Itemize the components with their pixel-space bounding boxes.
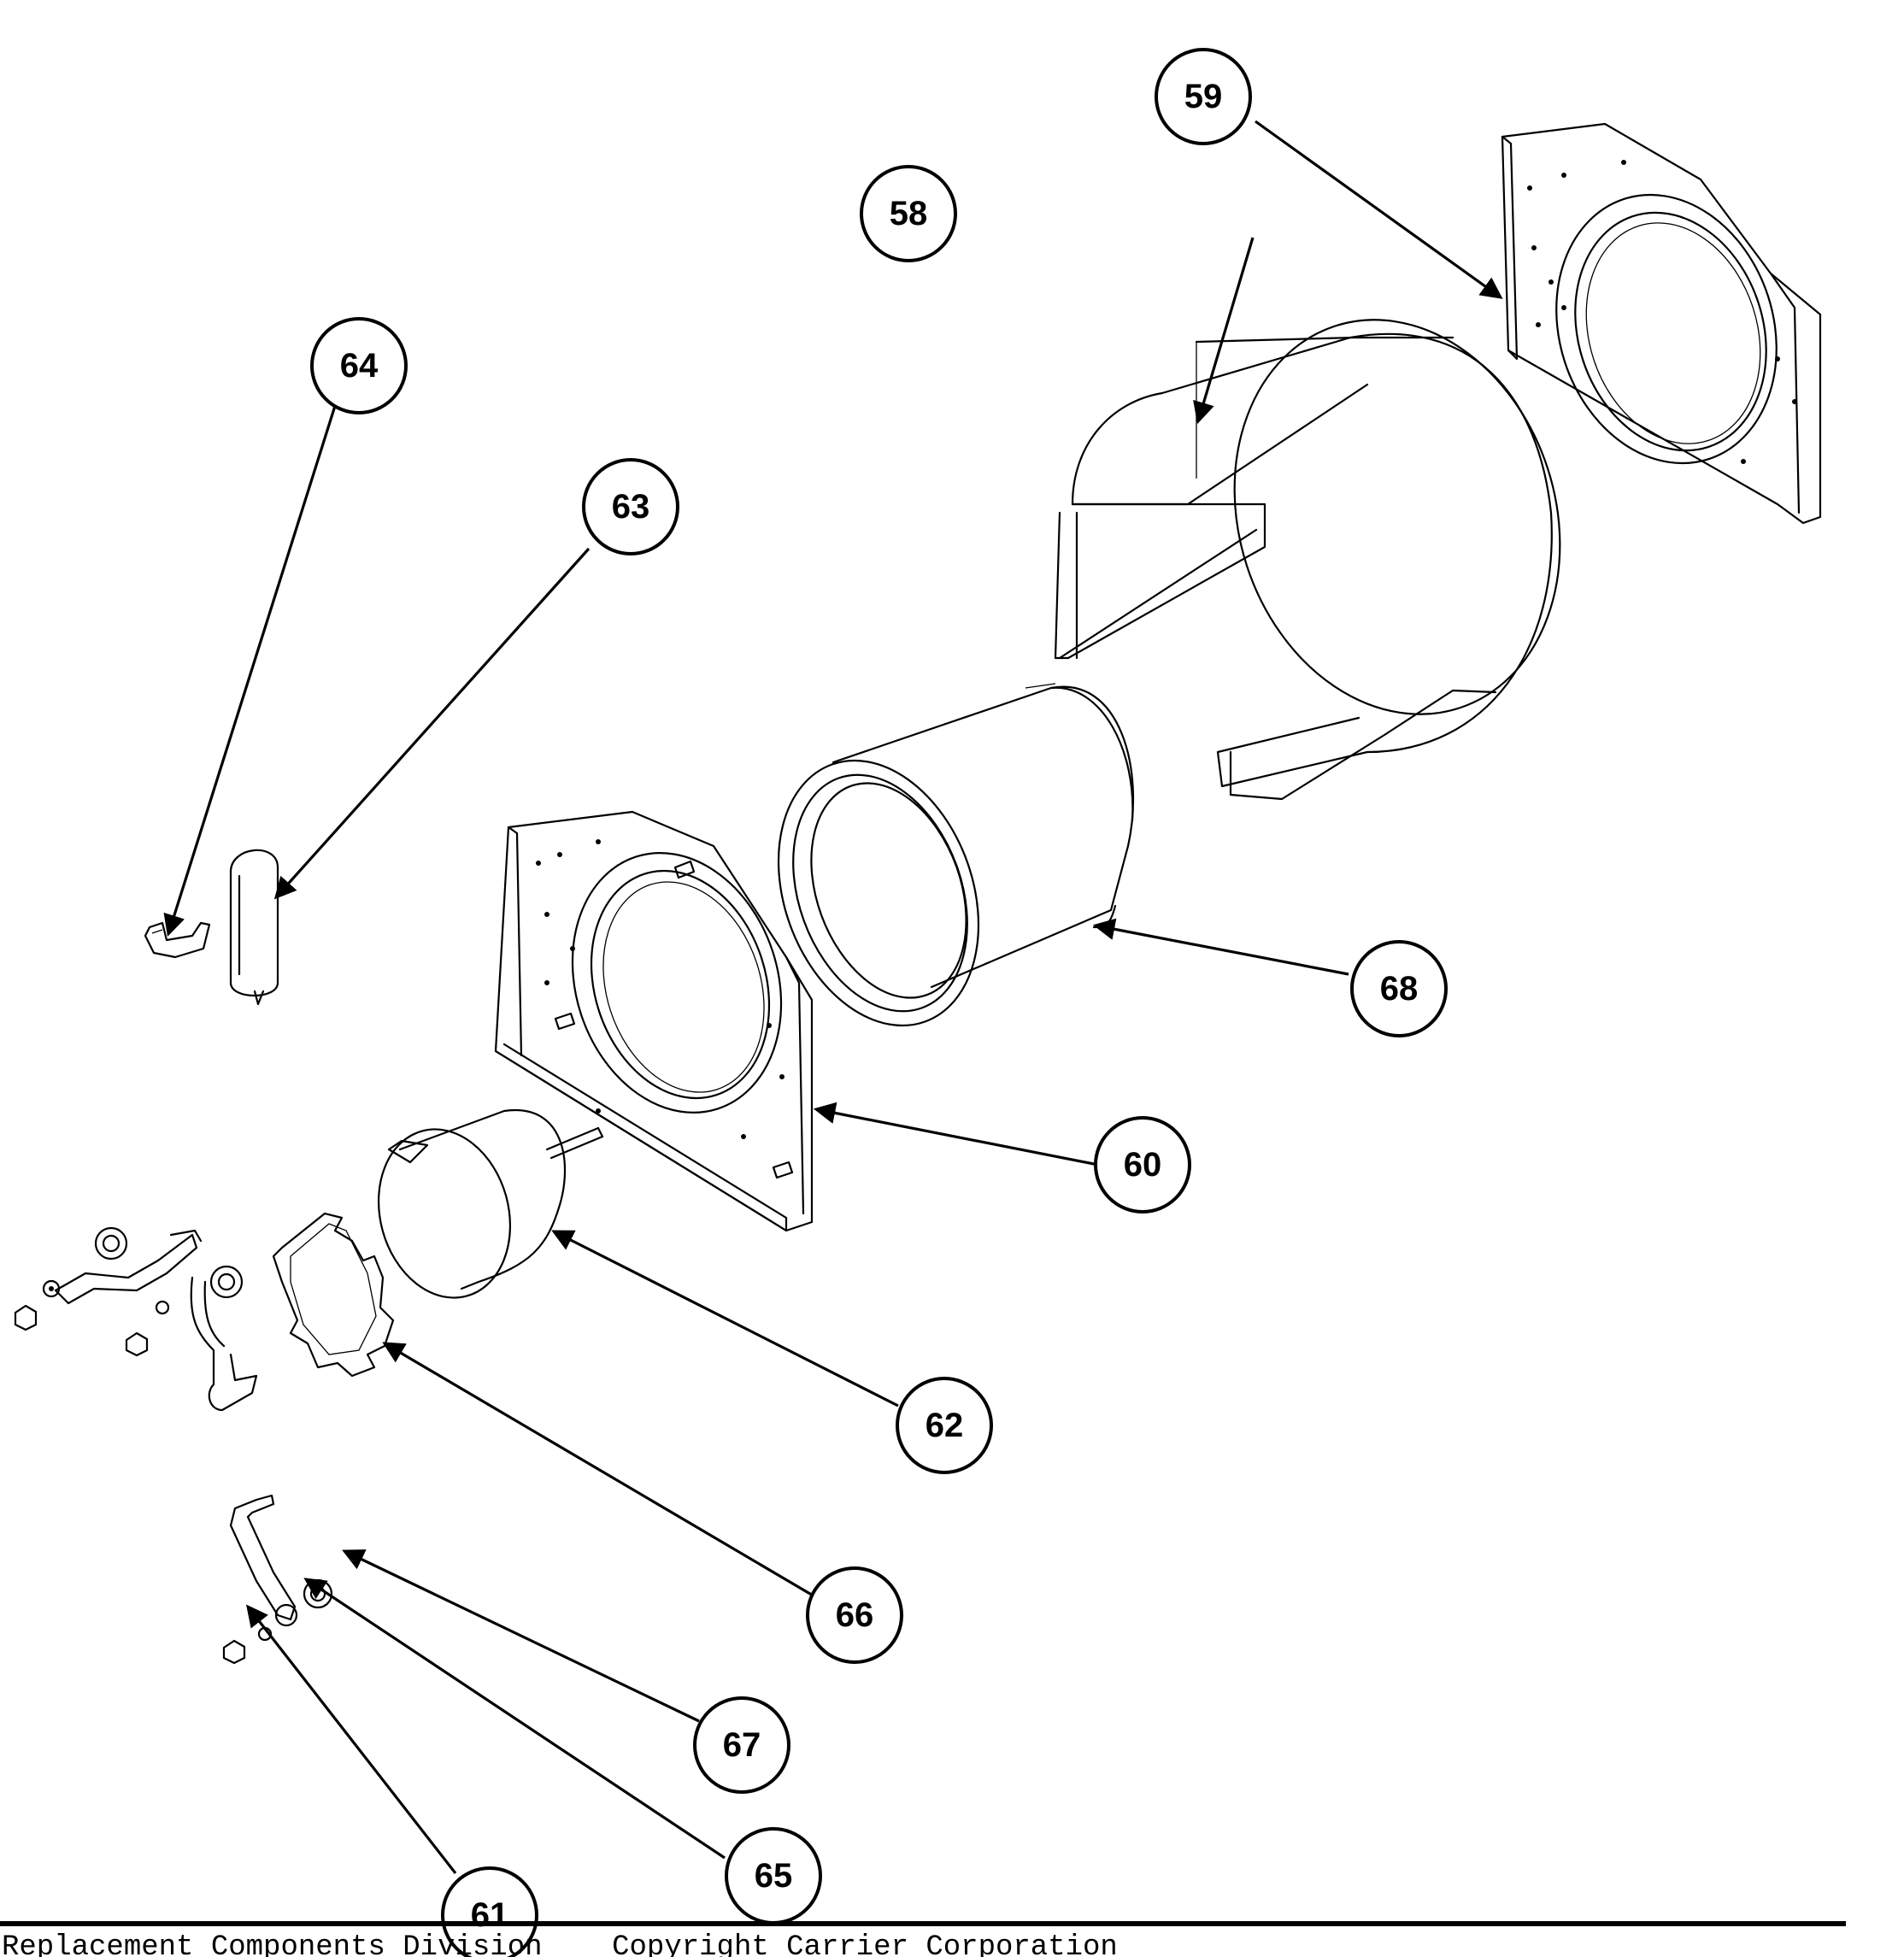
leader-59 xyxy=(1255,120,1503,299)
callout-65-label: 65 xyxy=(755,1857,793,1895)
leader-58 xyxy=(1193,237,1255,425)
leader-67 xyxy=(342,1549,700,1723)
callout-62: 62 xyxy=(896,1377,993,1474)
callout-62-label: 62 xyxy=(926,1407,964,1444)
drum-glide xyxy=(229,849,279,1006)
callout-61-label: 61 xyxy=(471,1896,509,1934)
drum xyxy=(777,683,1135,1027)
rear-bulkhead-panel xyxy=(1501,122,1822,525)
footer-rule xyxy=(0,1921,1846,1926)
leader-63 xyxy=(273,547,591,900)
leader-65 xyxy=(303,1578,726,1860)
leader-61 xyxy=(246,1604,457,1874)
motor-mount-bracket xyxy=(272,1212,395,1378)
motor-arm-upper xyxy=(14,1226,258,1412)
callout-64-label: 64 xyxy=(340,347,379,385)
leader-64 xyxy=(163,405,337,937)
callout-66: 66 xyxy=(806,1566,903,1664)
callout-66-label: 66 xyxy=(836,1596,874,1634)
callout-58-label: 58 xyxy=(890,195,928,232)
callout-61: 61 xyxy=(441,1866,538,1957)
callout-59-label: 59 xyxy=(1184,78,1223,115)
leader-lines xyxy=(163,120,1503,1874)
callout-65: 65 xyxy=(725,1827,822,1925)
callout-63: 63 xyxy=(582,458,679,555)
callout-67-label: 67 xyxy=(723,1726,761,1764)
callout-60: 60 xyxy=(1094,1116,1191,1214)
callout-63-label: 63 xyxy=(612,488,650,526)
callout-64: 64 xyxy=(310,317,408,414)
drive-motor xyxy=(377,1108,604,1299)
callout-67: 67 xyxy=(693,1696,790,1794)
leader-60 xyxy=(813,1102,1099,1167)
callout-59: 59 xyxy=(1155,48,1252,145)
motor-arm-lower xyxy=(222,1494,333,1665)
leader-68 xyxy=(1092,918,1349,976)
callout-60-label: 60 xyxy=(1124,1146,1162,1184)
callout-68: 68 xyxy=(1350,940,1448,1037)
glide-clip xyxy=(144,921,211,959)
callout-68-label: 68 xyxy=(1380,970,1419,1008)
leader-62 xyxy=(551,1230,899,1408)
leader-66 xyxy=(382,1342,815,1598)
footer-text: Replacement Components Division Copyrigh… xyxy=(2,1933,1118,1957)
front-bulkhead-panel xyxy=(494,810,814,1232)
callout-58: 58 xyxy=(860,165,957,262)
drum-wrapper xyxy=(1054,319,1561,801)
